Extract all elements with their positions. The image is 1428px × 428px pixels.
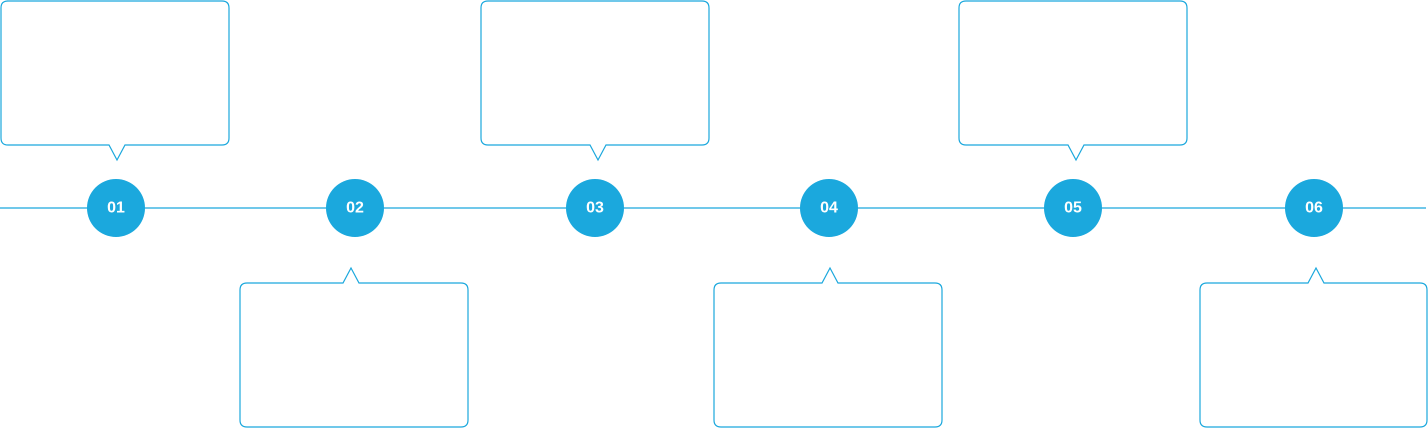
timeline-node-06: 06 xyxy=(1285,179,1343,237)
callout-box-05 xyxy=(958,0,1188,162)
node-label: 06 xyxy=(1305,200,1323,217)
timeline-node-02: 02 xyxy=(326,179,384,237)
node-circle xyxy=(1285,179,1343,237)
node-circle xyxy=(326,179,384,237)
node-circle xyxy=(566,179,624,237)
callout-box-04 xyxy=(713,266,943,428)
callout-box-02 xyxy=(239,266,469,428)
callout-box-01 xyxy=(0,0,230,162)
node-label: 03 xyxy=(586,200,604,217)
node-label: 05 xyxy=(1064,200,1082,217)
timeline-node-01: 01 xyxy=(87,179,145,237)
node-circle xyxy=(1044,179,1102,237)
callout-box-03 xyxy=(480,0,710,162)
node-label: 02 xyxy=(346,200,364,217)
timeline-node-05: 05 xyxy=(1044,179,1102,237)
timeline-node-04: 04 xyxy=(800,179,858,237)
callout-box-06 xyxy=(1199,266,1428,428)
node-label: 04 xyxy=(820,200,838,217)
timeline-node-03: 03 xyxy=(566,179,624,237)
node-circle xyxy=(87,179,145,237)
node-label: 01 xyxy=(107,200,125,217)
node-circle xyxy=(800,179,858,237)
